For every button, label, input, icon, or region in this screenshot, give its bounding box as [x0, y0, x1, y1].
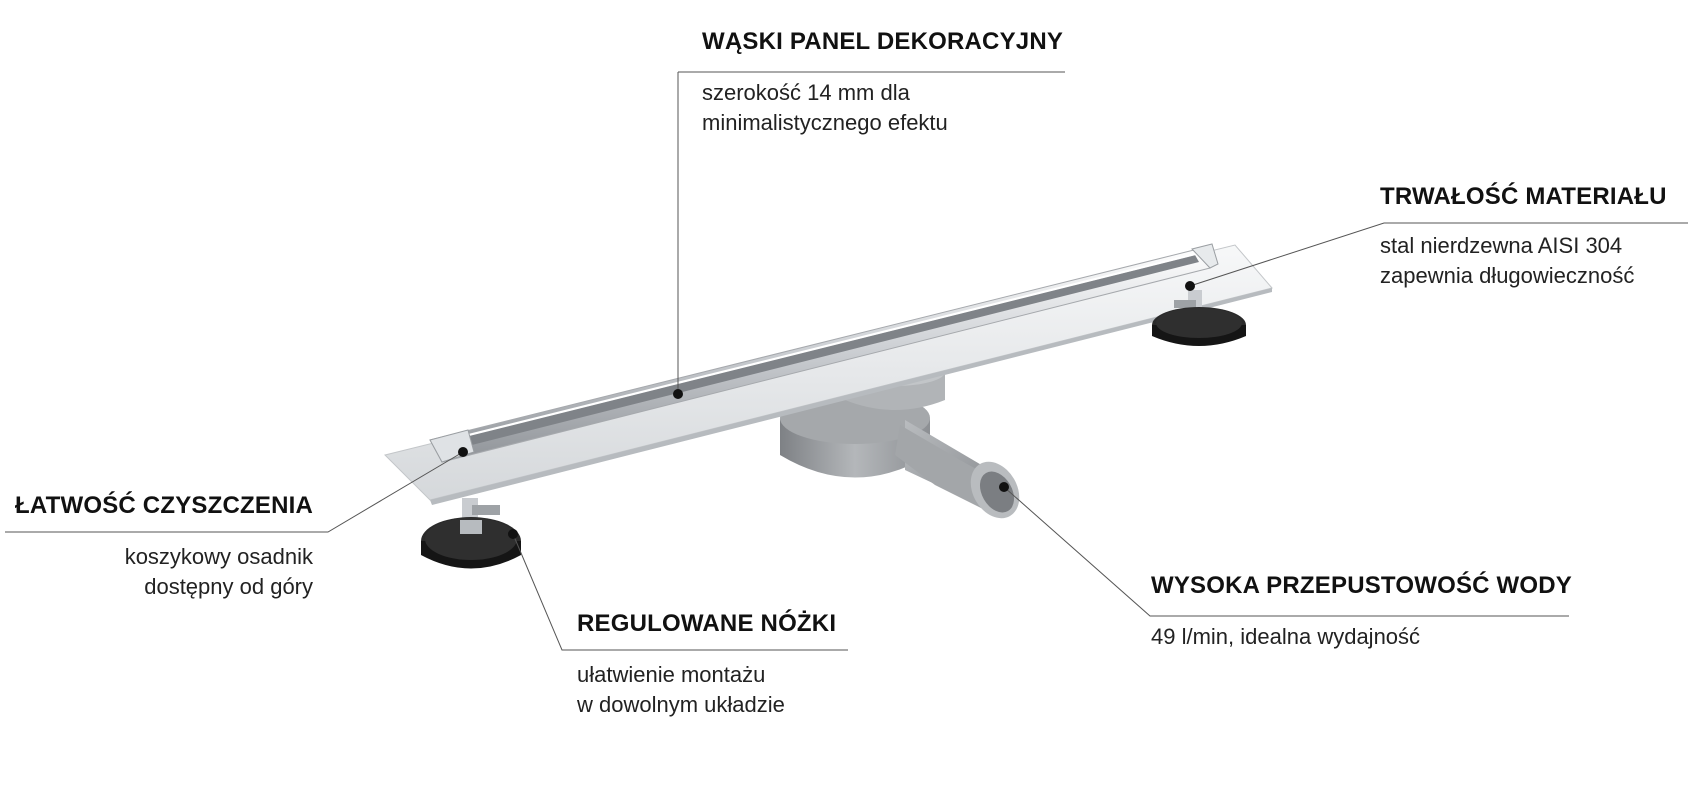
- callout-panel: WĄSKI PANEL DEKORACYJNY szerokość 14 mm …: [702, 28, 1063, 138]
- anchor-dot-cleaning: [458, 447, 468, 457]
- leader-cleaning: [5, 451, 464, 533]
- leader-feet: [512, 533, 848, 651]
- anchor-dots: [458, 281, 1195, 539]
- callout-cleaning: ŁATWOŚĆ CZYSZCZENIA koszykowy osadnik do…: [10, 492, 313, 602]
- leader-lines: [5, 71, 1688, 651]
- callout-panel-desc-1: szerokość 14 mm dla: [702, 80, 910, 105]
- anchor-dot-material: [1185, 281, 1195, 291]
- anchor-dot-panel: [673, 389, 683, 399]
- callout-flow-title: WYSOKA PRZEPUSTOWOŚĆ WODY: [1151, 572, 1573, 599]
- callout-material: TRWAŁOŚĆ MATERIAŁU stal nierdzewna AISI …: [1380, 183, 1667, 291]
- callout-panel-desc-2: minimalistycznego efektu: [702, 110, 948, 135]
- callout-cleaning-desc-2: dostępny od góry: [144, 574, 313, 599]
- callout-cleaning-desc-1: koszykowy osadnik: [124, 544, 313, 569]
- anchor-dot-flow: [999, 482, 1009, 492]
- callout-flow-desc-1: 49 l/min, idealna wydajność: [1151, 624, 1421, 649]
- leader-material: [1189, 222, 1688, 287]
- outlet-pipe: [895, 420, 1020, 519]
- callout-panel-title: WĄSKI PANEL DEKORACYJNY: [702, 28, 1064, 55]
- callout-feet-desc-1: ułatwienie montażu: [577, 662, 766, 687]
- callout-feet-title: REGULOWANE NÓŻKI: [577, 610, 837, 637]
- callout-feet: REGULOWANE NÓŻKI ułatwienie montażu w do…: [577, 610, 836, 720]
- callout-flow: WYSOKA PRZEPUSTOWOŚĆ WODY 49 l/min, idea…: [1151, 572, 1572, 652]
- callout-material-desc-2: zapewnia długowieczność: [1380, 263, 1635, 288]
- callout-material-title: TRWAŁOŚĆ MATERIAŁU: [1380, 183, 1667, 210]
- decorative-panel: [440, 255, 1199, 452]
- callout-cleaning-title: ŁATWOŚĆ CZYSZCZENIA: [15, 492, 313, 519]
- callout-material-desc-1: stal nierdzewna AISI 304: [1380, 233, 1623, 258]
- callout-feet-desc-2: w dowolnym układzie: [577, 692, 785, 717]
- anchor-dot-feet: [508, 529, 518, 539]
- leader-flow: [1003, 486, 1569, 617]
- left-foot: [421, 498, 521, 569]
- right-foot: [1152, 290, 1246, 346]
